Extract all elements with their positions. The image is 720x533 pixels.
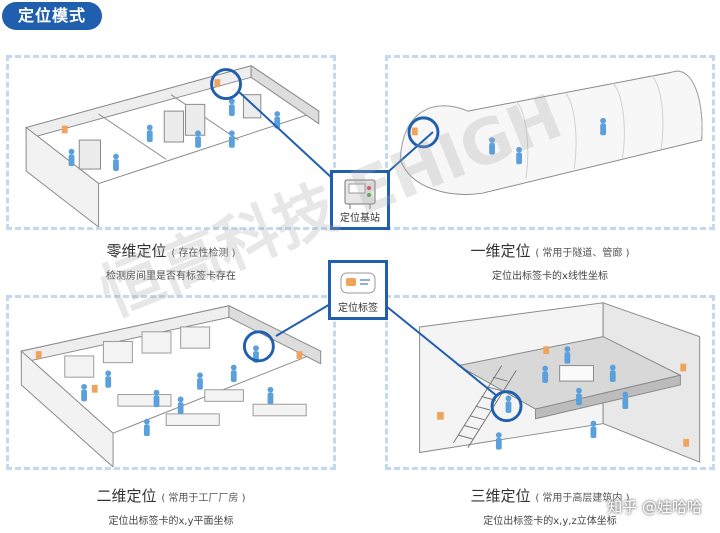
building-scene-illustration <box>419 302 701 463</box>
base-station-label: 定位基站 <box>340 213 380 224</box>
panel-zero-dimension <box>6 55 336 230</box>
panel-three-caption: 三维定位 ( 常用于高层建筑内 ) <box>385 485 715 506</box>
tag-highlight-circle <box>490 390 523 423</box>
panel-zero-title: 零维定位 <box>106 242 167 260</box>
anchor-highlight-circle <box>210 68 242 101</box>
base-station-icon <box>344 179 376 209</box>
tag-card-icon <box>340 272 376 294</box>
panel-one-subtitle: ( 常用于隧道、管廊 ) <box>535 248 630 259</box>
panel-one-title: 一维定位 <box>470 242 531 260</box>
panel-two-subtitle: ( 常用于工厂厂房 ) <box>161 493 246 504</box>
tunnel-scene-illustration <box>399 70 703 195</box>
panel-one-dimension <box>385 55 715 230</box>
panel-three-title: 三维定位 <box>470 487 531 505</box>
tag-box: 定位标签 <box>328 260 388 320</box>
panel-one-caption: 一维定位 ( 常用于隧道、管廊 ) <box>385 240 715 261</box>
panel-one-desc: 定位出标签卡的x线性坐标 <box>492 271 608 282</box>
panel-two-title: 二维定位 <box>96 487 157 505</box>
credit-text: 知乎 @娃哈哈 <box>607 498 702 516</box>
base-station-box: 定位基站 <box>330 170 390 230</box>
panel-zero-subtitle: ( 存在性检测 ) <box>171 248 236 259</box>
panel-two-desc: 定位出标签卡的x,y平面坐标 <box>108 516 234 527</box>
panel-three-dimension <box>385 295 715 470</box>
factory-scene-illustration <box>20 304 322 467</box>
panel-zero-caption: 零维定位 ( 存在性检测 ) <box>6 240 336 261</box>
panel-two-dimension <box>6 295 336 470</box>
panel-two-caption: 二维定位 ( 常用于工厂厂房 ) <box>6 485 336 506</box>
panel-three-desc: 定位出标签卡的x,y,z立体坐标 <box>483 516 617 527</box>
tag-label: 定位标签 <box>338 303 378 314</box>
tag-highlight-circle <box>242 330 275 363</box>
page-title: 定位模式 <box>2 2 102 30</box>
room-scene-illustration <box>25 64 320 227</box>
panel-zero-desc: 检测房间里是否有标签卡存在 <box>106 271 236 282</box>
panel-three-subtitle: ( 常用于高层建筑内 ) <box>535 493 630 504</box>
